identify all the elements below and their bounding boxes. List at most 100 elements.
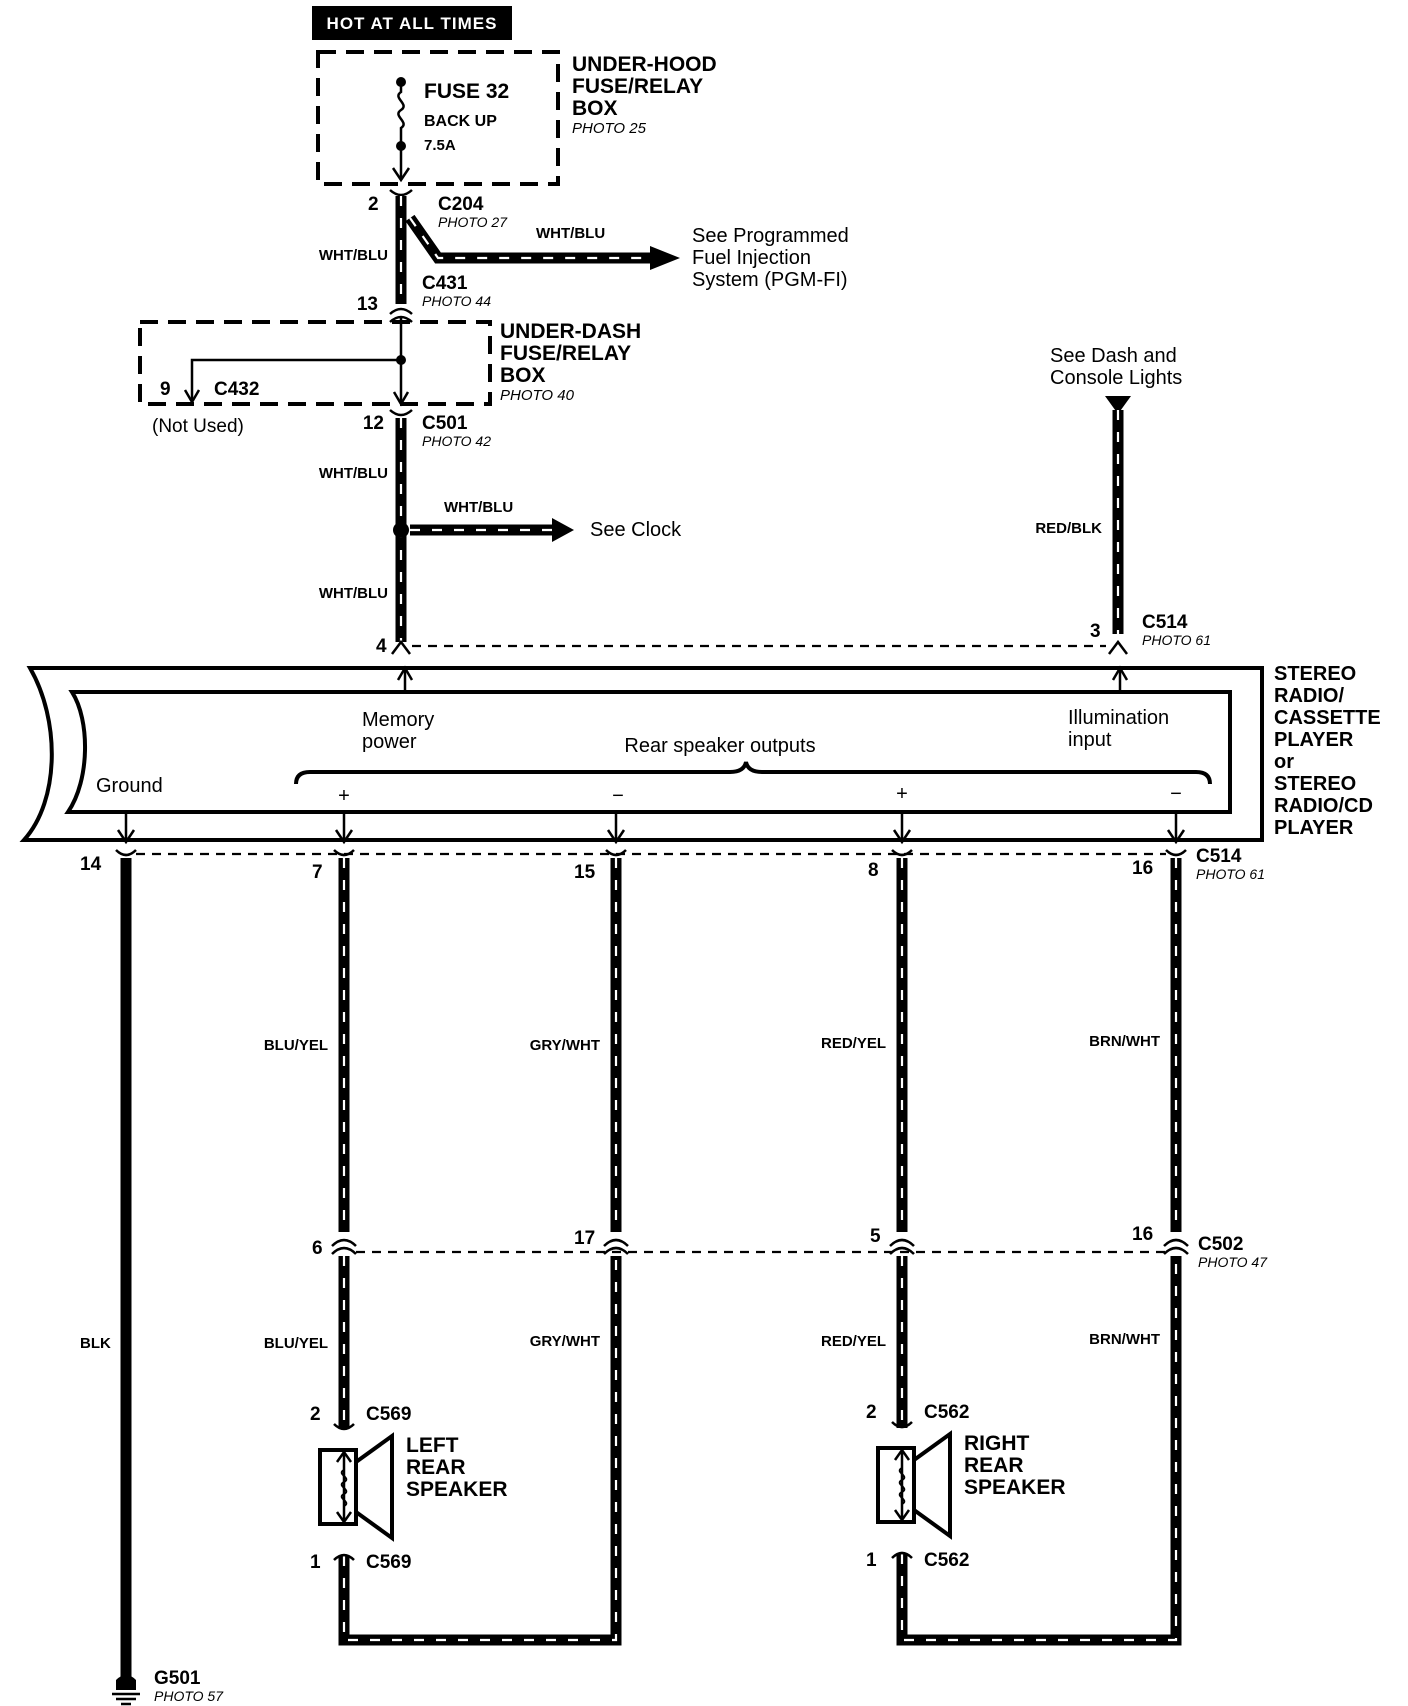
- left-speaker-top-pin: 2: [310, 1404, 321, 1425]
- radio-illum-line-2: input: [1068, 729, 1112, 751]
- fuse-desc: BACK UP: [424, 113, 497, 130]
- ground-symbol: [112, 1675, 140, 1706]
- clock-arrow: [552, 518, 574, 542]
- right-minus-sign: −: [1170, 783, 1182, 805]
- pgmfi-wire-label: WHT/BLU: [536, 225, 605, 242]
- fuse-node-top: [396, 77, 406, 87]
- radio-illum-pin-arrow: [1111, 665, 1129, 681]
- dash-lights-arrow: [1105, 396, 1131, 414]
- pgmfi-line-3: System (PGM-FI): [692, 269, 848, 291]
- underdash-photo: PHOTO 40: [500, 387, 575, 404]
- c514-bottom-pin-15: 15: [574, 862, 596, 883]
- c204-connector: [389, 189, 413, 197]
- left-speaker-bottom-pin: 1: [310, 1552, 321, 1573]
- underdash-title-2: FUSE/RELAY: [500, 342, 631, 365]
- c514-bottom-pin-16: 16: [1132, 858, 1153, 879]
- c432-pin: 9: [160, 379, 171, 400]
- dash-lights-line-2: Console Lights: [1050, 367, 1182, 389]
- fuse-32-symbol: [397, 80, 405, 180]
- c514-bottom-pin-8: 8: [868, 860, 879, 881]
- c501-name: C501: [422, 413, 468, 434]
- right-speaker-label-2: REAR: [964, 1454, 1024, 1477]
- radio-title-line-5: or: [1274, 751, 1294, 773]
- c502-name: C502: [1198, 1234, 1243, 1255]
- wire-label-red-yel-2: RED/YEL: [821, 1333, 886, 1350]
- c432-note: (Not Used): [152, 416, 244, 437]
- wire-label-brn-wht-1: BRN/WHT: [1089, 1033, 1160, 1050]
- c502-pin-5: 5: [870, 1226, 881, 1247]
- underdash-title-3: BOX: [500, 364, 546, 387]
- c431-name: C431: [422, 273, 468, 294]
- fuse-arrow: [391, 167, 411, 183]
- c431-pin: 13: [357, 294, 378, 315]
- wire-label-brn-wht-2: BRN/WHT: [1089, 1331, 1160, 1348]
- c432-arrow: [183, 389, 201, 405]
- pgmfi-line-1: See Programmed: [692, 225, 849, 247]
- c204-pin: 2: [368, 194, 379, 215]
- left-speaker-label-3: SPEAKER: [406, 1478, 508, 1501]
- upper-speaker-wires: [338, 858, 1182, 1232]
- right-speaker-bottom-connector: C562: [924, 1550, 969, 1571]
- left-minus-sign: −: [612, 785, 624, 807]
- ground-name: G501: [154, 1668, 201, 1689]
- c501-pin: 12: [363, 413, 384, 434]
- underhood-photo: PHOTO 25: [572, 120, 647, 137]
- c431-connector: [389, 307, 413, 315]
- wire-label-red-yel-1: RED/YEL: [821, 1035, 886, 1052]
- underdash-fuse-box: [138, 320, 492, 406]
- c432-branch: [190, 358, 401, 400]
- right-speaker-label-3: SPEAKER: [964, 1476, 1066, 1499]
- c432-name: C432: [214, 379, 259, 400]
- c502-pin-17: 17: [574, 1228, 595, 1249]
- c514-top-pin-4: 4: [376, 636, 387, 657]
- wire-label-wht-blu-3: WHT/BLU: [319, 585, 388, 602]
- hot-label: HOT AT ALL TIMES: [327, 14, 498, 33]
- wire-label-wht-blu-1: WHT/BLU: [319, 247, 388, 264]
- left-plus-sign: +: [338, 785, 350, 807]
- c502-pin-6: 6: [312, 1238, 323, 1259]
- radio-title-line-7: RADIO/CD: [1274, 795, 1373, 817]
- left-speaker-label-2: REAR: [406, 1456, 466, 1479]
- c514-top-pin-3: 3: [1090, 621, 1101, 642]
- rear-outputs-brace: [294, 761, 1212, 785]
- right-speaker-top-connector: C562: [924, 1402, 969, 1423]
- left-speaker-bottom-connector: C569: [366, 1552, 411, 1573]
- c502-photo: PHOTO 47: [1198, 1254, 1268, 1270]
- c501-photo: PHOTO 42: [422, 433, 491, 449]
- radio-title-line-8: PLAYER: [1274, 817, 1354, 839]
- radio-memory-pin-arrow: [396, 665, 414, 681]
- radio-illum-line-1: Illumination: [1068, 707, 1169, 729]
- c514-bottom-photo: PHOTO 61: [1196, 866, 1265, 882]
- underdash-title-1: UNDER-DASH: [500, 320, 641, 343]
- clock-wire-label: WHT/BLU: [444, 499, 513, 516]
- pgmfi-line-2: Fuel Injection: [692, 247, 811, 269]
- clock-splice: [393, 522, 409, 538]
- radio-title: STEREO RADIO/ CASSETTE PLAYER or STEREO …: [1274, 663, 1381, 839]
- radio-memory-line-1: Memory: [362, 709, 434, 731]
- fuse-node-bottom: [396, 141, 406, 151]
- c502-connectors: [331, 1238, 1189, 1255]
- c514-top-name: C514: [1142, 612, 1188, 633]
- c514-bottom-pin-14: 14: [80, 854, 102, 875]
- c501-connector: [389, 409, 413, 417]
- radio-title-line-3: CASSETTE: [1274, 707, 1381, 729]
- wire-label-blu-yel-1: BLU/YEL: [264, 1037, 328, 1054]
- underhood-title-2: FUSE/RELAY: [572, 75, 703, 98]
- wire-label-wht-blu-2: WHT/BLU: [319, 465, 388, 482]
- c514-top-photo: PHOTO 61: [1142, 632, 1211, 648]
- c431-photo: PHOTO 44: [422, 293, 491, 309]
- radio-memory-line-2: power: [362, 731, 417, 753]
- wire-pgmfi-branch-stripe: [409, 217, 650, 260]
- wire-label-gry-wht-1: GRY/WHT: [530, 1037, 600, 1054]
- wire-label-red-blk: RED/BLK: [1035, 520, 1102, 537]
- c514-top-pin3-connector: [1108, 639, 1128, 655]
- wire-label-gry-wht-2: GRY/WHT: [530, 1333, 600, 1350]
- wire-label-blu-yel-2: BLU/YEL: [264, 1335, 328, 1352]
- hot-label-box: [312, 6, 512, 40]
- radio-title-line-1: STEREO: [1274, 663, 1356, 685]
- right-speaker-bottom-pin: 1: [866, 1550, 877, 1571]
- radio-title-line-6: STEREO: [1274, 773, 1356, 795]
- underhood-fuse-box: [316, 50, 560, 186]
- c514-bottom-name: C514: [1196, 846, 1242, 867]
- right-speaker-label-1: RIGHT: [964, 1432, 1030, 1455]
